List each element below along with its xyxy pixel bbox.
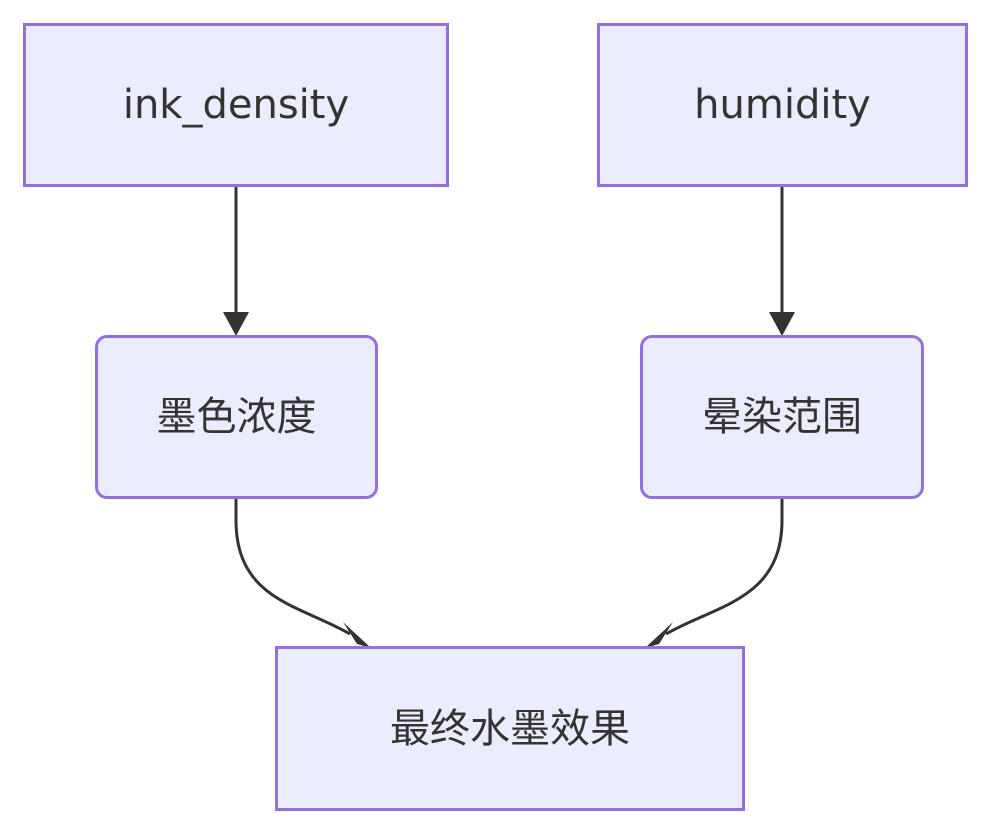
- edge-bleed-range-to-final-effect: [665, 498, 784, 636]
- arrow-humidity-to-bleed-range: [769, 312, 795, 336]
- node-ink-color-label: 墨色浓度: [156, 394, 317, 440]
- node-humidity: humidity: [597, 23, 968, 187]
- node-humidity-label: humidity: [694, 82, 871, 128]
- arrow-bleed-range-to-final-effect: [645, 622, 673, 648]
- node-bleed-range-label: 晕染范围: [702, 394, 862, 440]
- node-ink-density: ink_density: [23, 23, 449, 187]
- node-ink-color: 墨色浓度: [95, 335, 378, 499]
- arrow-ink-color-to-final-effect: [343, 622, 371, 648]
- node-final-effect-label: 最终水墨效果: [390, 705, 630, 752]
- node-final-effect: 最终水墨效果: [275, 646, 745, 811]
- node-ink-density-label: ink_density: [122, 82, 350, 128]
- arrow-ink-density-to-ink-color: [223, 312, 249, 336]
- edge-ink-color-to-final-effect: [234, 498, 351, 636]
- node-bleed-range: 晕染范围: [640, 335, 924, 499]
